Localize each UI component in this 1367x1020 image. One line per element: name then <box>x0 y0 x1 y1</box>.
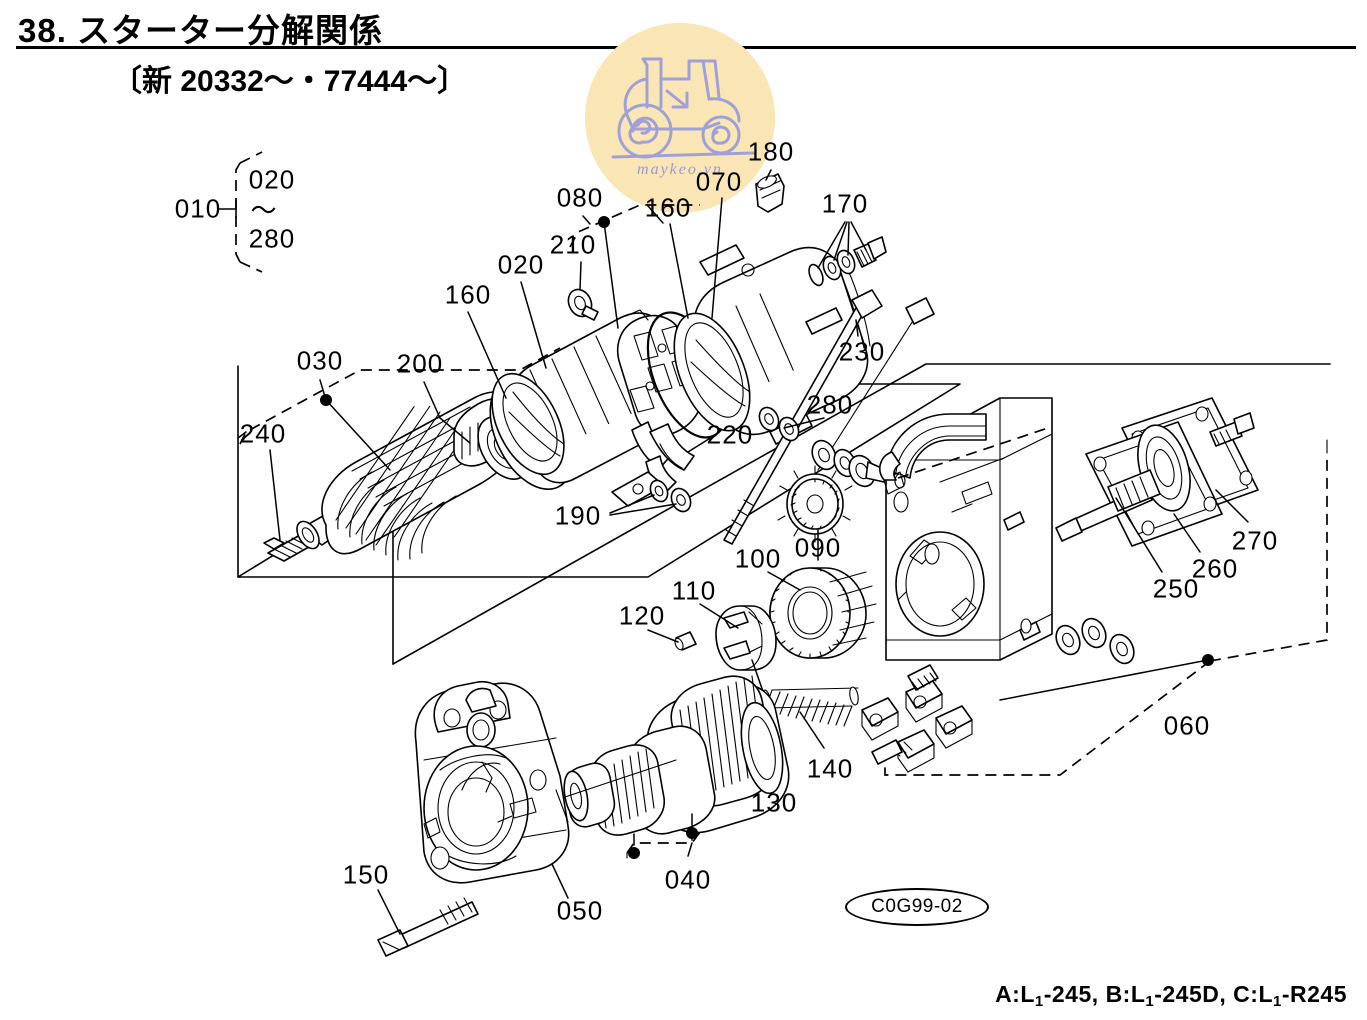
part-label-250: 250 <box>1152 573 1200 604</box>
model-c-prefix: C:L <box>1233 981 1273 1007</box>
leader-220 <box>687 436 713 453</box>
part-label-050: 050 <box>556 895 604 926</box>
part-label-200: 200 <box>396 348 444 379</box>
leader-dot-060 <box>1202 654 1214 666</box>
leader-lines-armature <box>269 379 471 541</box>
leader-210 <box>579 261 582 291</box>
group-060-dashed-box <box>884 439 1328 776</box>
part-110-coupling <box>715 605 777 671</box>
part-120-pin <box>674 631 697 651</box>
part-230-through-bolt-2 <box>817 297 935 471</box>
model-c-sub: 1 <box>1273 993 1282 1010</box>
part-label-080: 080 <box>556 182 604 213</box>
leader-110 <box>699 603 739 629</box>
part-label-160-top: 160 <box>644 192 692 223</box>
leader-lines-170 <box>817 221 867 269</box>
group-040-dashed-box <box>626 831 701 859</box>
part-label-020-range-start: 020 <box>248 164 296 195</box>
leader-lines-190 <box>609 494 677 516</box>
part-label-280: 280 <box>806 389 854 420</box>
part-label-090: 090 <box>794 532 842 563</box>
part-label-020: 020 <box>497 249 545 280</box>
part-label-170: 170 <box>821 188 869 219</box>
part-070-housing <box>673 244 871 445</box>
part-090-gear <box>777 465 853 543</box>
part-label-240: 240 <box>239 418 287 449</box>
leader-230 <box>855 319 859 337</box>
model-b-prefix: B:L <box>1105 981 1146 1007</box>
rear-drive-housing <box>879 397 1053 661</box>
part-label-120: 120 <box>618 600 666 631</box>
part-label-280-range-end: 280 <box>248 223 296 254</box>
part-label-100: 100 <box>734 543 782 574</box>
part-label-150: 150 <box>342 859 390 890</box>
leader-lines-cover <box>1115 489 1249 573</box>
part-label-040: 040 <box>664 864 712 895</box>
leader-050 <box>551 863 569 899</box>
part-220-lever <box>649 423 695 471</box>
part-label-230: 230 <box>838 336 886 367</box>
part-210-bushing <box>567 288 599 321</box>
part-100-gear <box>769 567 877 659</box>
page-title: 38. スターター分解関係 <box>18 12 384 49</box>
part-label-190: 190 <box>554 500 602 531</box>
part-020-yoke <box>491 309 703 507</box>
part-040-overrunning-clutch <box>563 675 790 836</box>
bushing-stack-right <box>1055 617 1135 665</box>
model-a-sub: 1 <box>1034 993 1044 1010</box>
misc-leader-lines <box>467 169 772 399</box>
model-a-prefix: A:L <box>995 981 1035 1007</box>
part-label-180: 180 <box>747 136 795 167</box>
model-list: A:L1-245, B:L1-245D, C:L1-R245 <box>995 981 1347 1010</box>
part-label-270: 270 <box>1231 525 1279 556</box>
page-subtitle: 〔新 20332～・77444～〕 <box>112 65 468 98</box>
model-c-suffix: -R245 <box>1281 981 1347 1007</box>
part-250-switch-body <box>1055 424 1191 542</box>
part-label-060: 060 <box>1163 710 1211 741</box>
part-170-bolt-washer-set <box>808 236 887 287</box>
part-label-140: 140 <box>806 753 854 784</box>
model-b-suffix: -245D, <box>1154 981 1227 1007</box>
part-label-260: 260 <box>1191 553 1239 584</box>
part-label-210: 210 <box>549 229 597 260</box>
group-080-dashed-box <box>569 204 700 248</box>
part-150-bolt <box>377 897 479 957</box>
model-b-sub: 1 <box>1145 993 1155 1010</box>
part-190-fasteners <box>649 479 692 513</box>
part-060-brush-set <box>861 664 973 773</box>
bearing-stack-shaft <box>811 439 903 488</box>
leader-100 <box>767 571 801 591</box>
part-label-130: 130 <box>750 787 798 818</box>
clutch-axis-line <box>555 759 677 801</box>
group-010-bracket <box>217 151 263 273</box>
part-050-drive-housing <box>414 680 570 884</box>
part-label-070: 070 <box>695 166 743 197</box>
group-030-dashed-box <box>237 347 561 445</box>
leader-060 <box>999 659 1209 701</box>
drawing-code-badge: C0G99-02 <box>845 888 989 926</box>
model-a-suffix: -245, <box>1043 981 1099 1007</box>
part-label-range-tilde: ～ <box>250 195 278 226</box>
part-label-110: 110 <box>671 575 717 606</box>
leader-120 <box>647 629 679 643</box>
part-180-terminal-cap <box>755 173 785 213</box>
leader-280 <box>783 417 825 429</box>
part-label-220: 220 <box>706 419 754 450</box>
part-label-160-left: 160 <box>444 279 492 310</box>
leader-lines-040 <box>628 813 698 859</box>
leader-150 <box>377 889 401 935</box>
part-label-030: 030 <box>296 345 344 376</box>
part-label-010: 010 <box>174 193 222 224</box>
armature-assembly <box>263 391 552 562</box>
